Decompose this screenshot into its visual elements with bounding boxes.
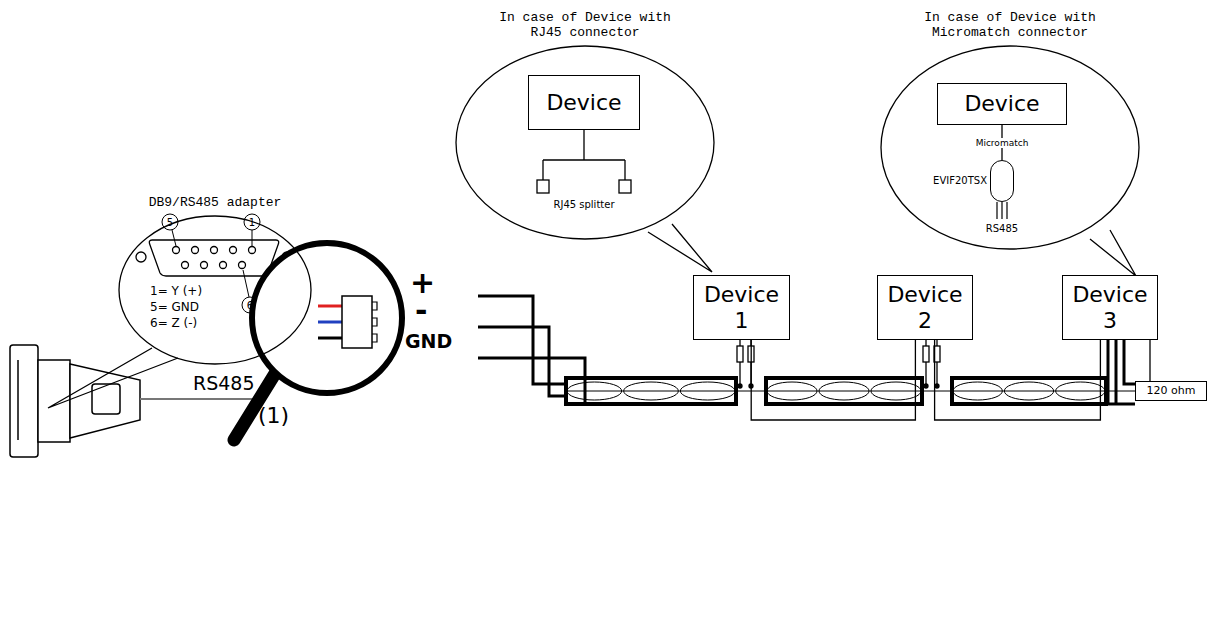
callout-heading: In case of Device with Micromatch connec… — [914, 10, 1106, 41]
bubble-ellipse — [881, 46, 1139, 249]
rs485-pins — [997, 202, 1007, 219]
twisted-pair — [819, 382, 869, 400]
bubble-outline — [118, 215, 312, 365]
pin-assignment: 1= Y (+) — [150, 285, 202, 298]
box-label: Device 3 — [1063, 282, 1157, 333]
device-box: Device 2 — [877, 275, 973, 340]
rj45-splitter — [537, 130, 631, 193]
twisted-pair — [953, 382, 1002, 400]
pin — [220, 262, 227, 269]
pin — [249, 247, 256, 254]
magnifier — [234, 243, 402, 440]
pin — [230, 247, 237, 254]
twisted-pair — [871, 382, 921, 400]
bubble-outline — [880, 45, 1140, 250]
terminator-resistor: 120 ohm — [1135, 381, 1207, 401]
connector-wire — [935, 340, 1101, 420]
pin-number: 5 — [167, 217, 173, 228]
module-name: EVIF20TSX — [933, 175, 987, 187]
callout-bubble: In case of Device with RJ45 connectorDev… — [455, 45, 715, 240]
twisted-pair — [767, 382, 817, 400]
twisted-pair — [567, 382, 622, 400]
connector-wire — [751, 340, 915, 420]
twisted-pair — [1004, 382, 1053, 400]
box-label: Device — [960, 91, 1043, 116]
device-drops — [737, 340, 1135, 404]
bubble-tails — [48, 224, 1136, 408]
pin — [239, 262, 246, 269]
pin — [173, 247, 180, 254]
connector-wire — [1149, 340, 1150, 381]
bubble-ellipse — [119, 216, 311, 364]
callout-heading: In case of Device with RJ45 connector — [489, 10, 681, 41]
signal-name: RS485 — [986, 223, 1018, 234]
polarity-sign: - — [415, 294, 427, 327]
callout-bubble: In case of Device with Micromatch connec… — [880, 45, 1140, 250]
callout-bubble: DB9/RS485 adapter — [118, 215, 312, 365]
leader-lines — [162, 214, 260, 313]
pin — [211, 247, 218, 254]
device-box: Device — [528, 75, 640, 130]
device-box: Device 1 — [693, 275, 790, 340]
pin-assignment: 5= GND — [150, 301, 199, 314]
pin — [182, 262, 189, 269]
twisted-pair — [624, 382, 679, 400]
db9-connector — [10, 345, 140, 457]
pin — [192, 247, 199, 254]
box-label: 120 ohm — [1143, 385, 1200, 398]
box-label: Device — [542, 90, 625, 115]
pin-assignment: 6= Z (-) — [150, 317, 197, 330]
shielded-cable — [566, 378, 1135, 404]
twisted-pair — [1056, 382, 1105, 400]
pin — [201, 262, 208, 269]
rs485-cable — [140, 398, 262, 400]
connector-label: Micromatch — [974, 138, 1031, 148]
device-box: Device — [937, 83, 1067, 125]
callout-number: (1) — [258, 404, 289, 428]
pin-number: 1 — [249, 217, 255, 228]
part-name: RJ45 splitter — [553, 199, 614, 210]
bubble-ellipse — [456, 46, 714, 239]
interface-module: EVIF20TSX — [990, 160, 1014, 202]
signal-name: RS485 — [193, 373, 255, 394]
pin-number: 6 — [247, 300, 253, 311]
box-label: Device 2 — [878, 282, 972, 333]
callout-heading: DB9/RS485 adapter — [119, 195, 311, 211]
terminal-name: GND — [405, 331, 452, 352]
twisted-pair — [680, 382, 735, 400]
box-label: Device 1 — [694, 282, 789, 333]
device-box: Device 3 — [1062, 275, 1158, 340]
